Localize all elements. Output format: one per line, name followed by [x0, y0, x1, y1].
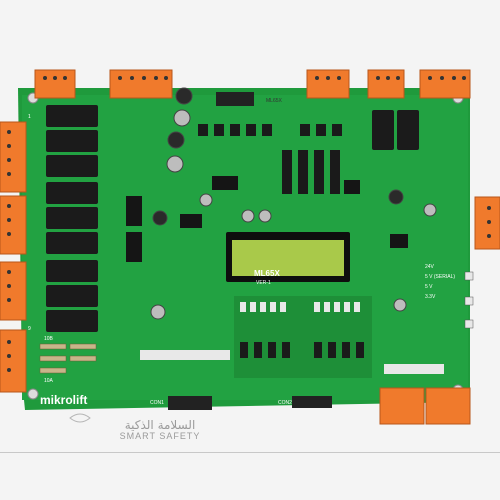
top-terminal-connectors [34, 69, 471, 99]
v33-label: 3.3V [425, 294, 436, 300]
mark-10b: 10B [44, 336, 54, 342]
input-component-array [140, 296, 444, 378]
serial-label: 5 V (SERIAL) [425, 274, 455, 280]
voltage-label: 24V [425, 264, 435, 270]
capacitors [150, 87, 437, 320]
pin-headers [168, 92, 332, 410]
right-terminal-connector [474, 196, 500, 250]
footer-divider [0, 452, 500, 453]
transistor-row-top [198, 124, 342, 194]
v5-label: 5 V [425, 284, 433, 290]
con1-label: CON1 [150, 400, 164, 406]
lcd-display [226, 232, 350, 282]
watermark-arabic-text: السلامة الذكية [124, 418, 196, 432]
mark-10a: 10A [44, 378, 54, 384]
right-relays [372, 110, 419, 150]
mark-9: 9 [28, 326, 31, 332]
top-connector-screws [43, 76, 466, 80]
con2-label: CON2 [278, 400, 292, 406]
push-buttons [464, 271, 474, 329]
left-connector-screws [7, 130, 11, 372]
model-label: ML65X [254, 269, 280, 278]
integrated-circuits [126, 176, 408, 262]
version-label: VER-1 [256, 280, 271, 286]
bottom-terminal-connectors [379, 387, 471, 425]
left-terminal-connectors [0, 121, 27, 393]
mark-1: 1 [28, 114, 31, 120]
board-silkscreen: mikrolift ML65X VER-1 ML65X CON1 CON2 24… [28, 98, 455, 407]
watermark-logo [69, 413, 91, 423]
watermark-english-text: SMART SAFETY [119, 431, 201, 441]
bottom-left-diodes [39, 343, 97, 374]
brand-logo: mikrolift [40, 393, 87, 407]
sticker-label: ML65X [266, 98, 283, 104]
relay-bank [46, 105, 98, 332]
